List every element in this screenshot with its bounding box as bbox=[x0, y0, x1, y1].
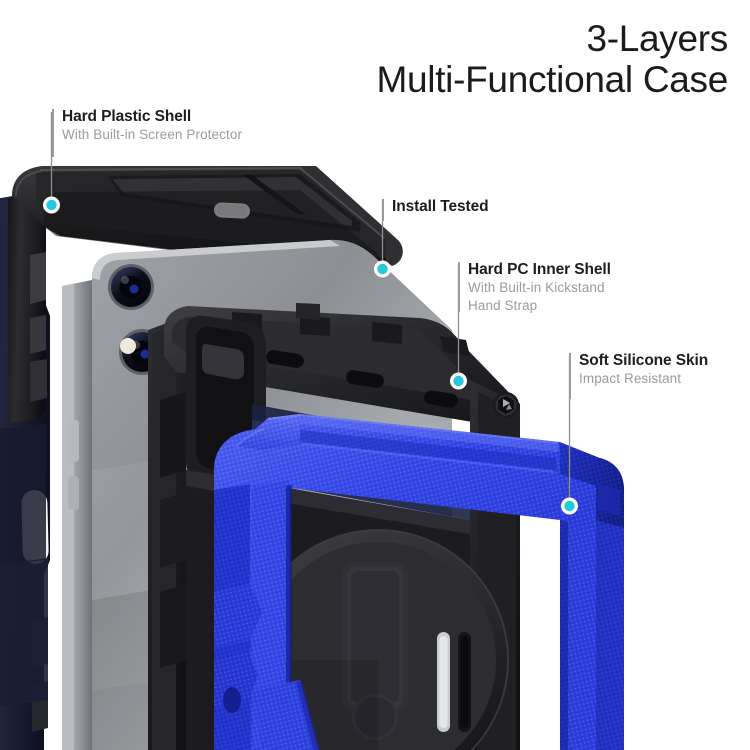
hex-screw bbox=[493, 392, 519, 418]
callout-rule bbox=[569, 353, 571, 399]
callout-heading: Install Tested bbox=[392, 198, 489, 215]
kickstand-rotating-ring bbox=[247, 529, 509, 750]
callout-rule bbox=[52, 109, 54, 157]
callout-install-tested: Install Tested bbox=[382, 197, 489, 221]
callout-rule bbox=[382, 199, 384, 221]
page-title: 3-Layers Multi-Functional Case bbox=[376, 18, 728, 101]
callout-soft-silicone-skin: Soft Silicone Skin Impact Resistant bbox=[569, 351, 709, 399]
layer-soft-silicone-skin bbox=[214, 413, 624, 750]
title-line-1: 3-Layers bbox=[586, 18, 728, 59]
callout-subtext-2: Hand Strap bbox=[468, 297, 538, 313]
layer-hard-pc-inner-shell bbox=[148, 303, 520, 750]
title-line-2: Multi-Functional Case bbox=[376, 59, 728, 101]
callout-hard-plastic-shell: Hard Plastic Shell With Built-in Screen … bbox=[52, 107, 243, 157]
callout-subtext-1: Impact Resistant bbox=[579, 371, 682, 387]
callout-heading: Hard PC Inner Shell bbox=[468, 261, 611, 278]
callout-subtext-1: With Built-in Screen Protector bbox=[62, 127, 243, 143]
callout-heading: Hard Plastic Shell bbox=[62, 108, 192, 125]
callout-subtext-1: With Built-in Kickstand bbox=[468, 280, 605, 296]
callout-rule bbox=[458, 262, 460, 312]
callout-hard-pc-inner-shell: Hard PC Inner Shell With Built-in Kickst… bbox=[458, 260, 611, 314]
callout-heading: Soft Silicone Skin bbox=[579, 352, 709, 369]
